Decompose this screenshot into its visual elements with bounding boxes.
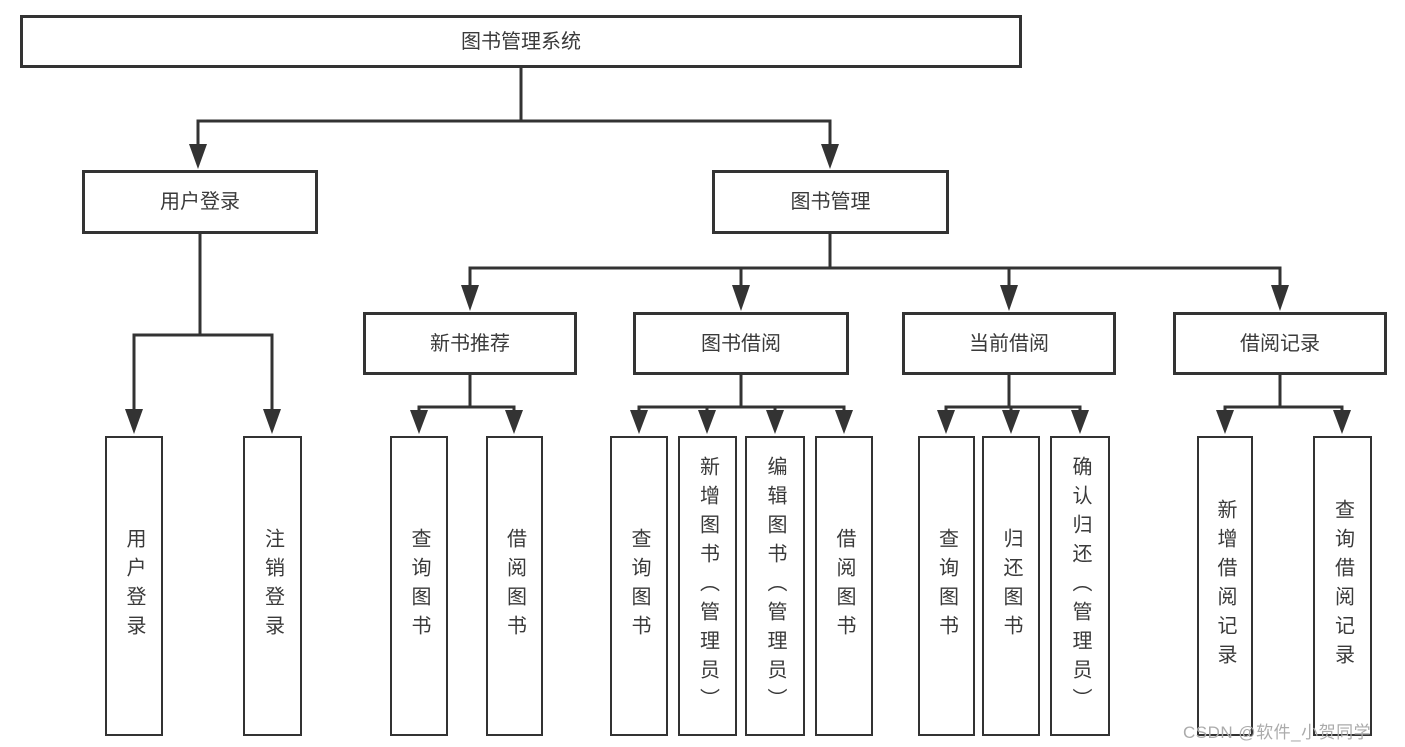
csdn-watermark: CSDN @软件_小贺同学 [1183, 723, 1372, 742]
leaf-query-borrow-record: 查询借阅记录 [1313, 436, 1372, 736]
node-book-management: 图书管理 [712, 170, 949, 234]
leaf-borrow-books-recommend: 借阅图书 [486, 436, 543, 736]
leaf-query-books-current: 查询图书 [918, 436, 975, 736]
node-new-book-recommend: 新书推荐 [363, 312, 577, 375]
leaf-logout: 注销登录 [243, 436, 302, 736]
node-current-borrowing: 当前借阅 [902, 312, 1116, 375]
leaf-borrow-books: 借阅图书 [815, 436, 873, 736]
leaf-query-books-recommend: 查询图书 [390, 436, 448, 736]
leaf-confirm-return-admin: 确认归还（管理员） [1050, 436, 1110, 736]
leaf-add-books-admin: 新增图书（管理员） [678, 436, 737, 736]
node-book-borrowing: 图书借阅 [633, 312, 849, 375]
leaf-return-books: 归还图书 [982, 436, 1040, 736]
leaf-query-books-borrowing: 查询图书 [610, 436, 668, 736]
node-library-management-system: 图书管理系统 [20, 15, 1022, 68]
node-borrowing-records: 借阅记录 [1173, 312, 1387, 375]
leaf-user-login: 用户登录 [105, 436, 163, 736]
node-user-login: 用户登录 [82, 170, 318, 234]
leaf-edit-books-admin: 编辑图书（管理员） [745, 436, 805, 736]
leaf-add-borrow-record: 新增借阅记录 [1197, 436, 1253, 736]
